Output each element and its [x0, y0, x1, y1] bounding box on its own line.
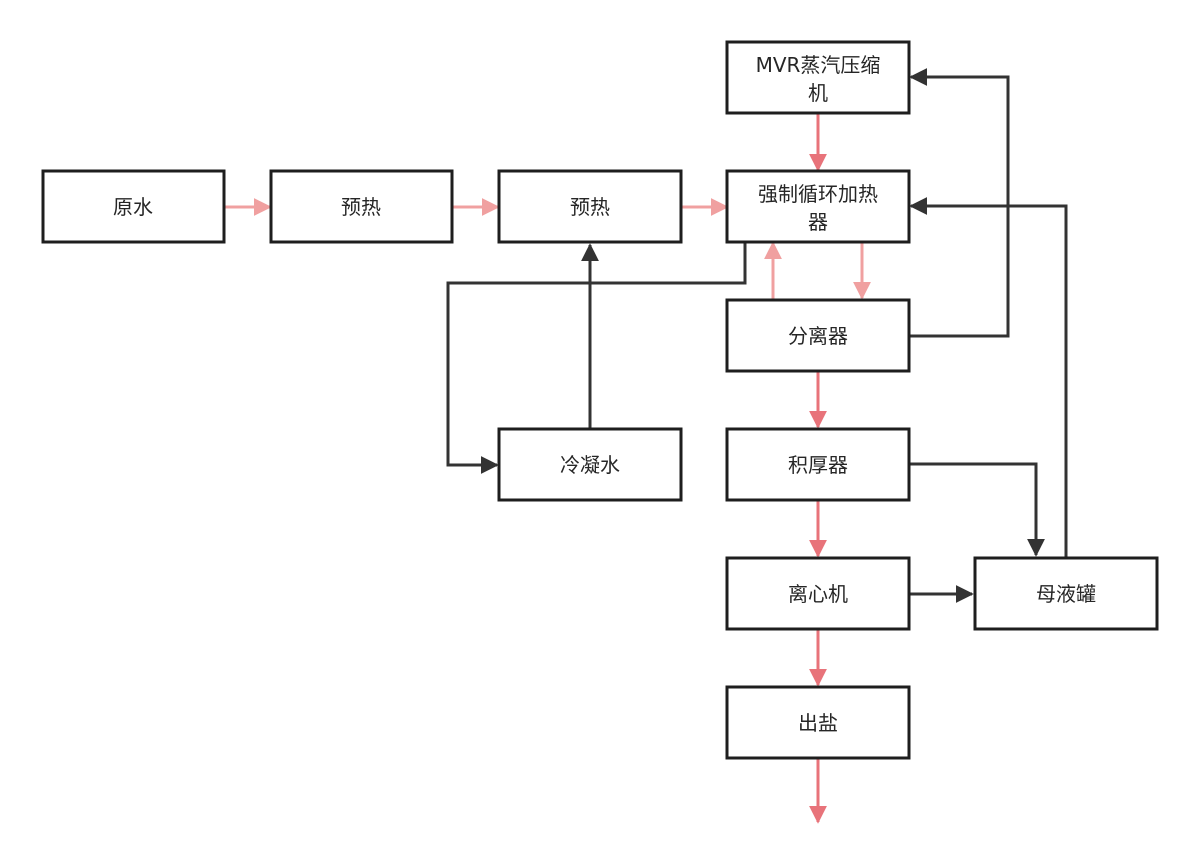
node-mother-liquor-tank: 母液罐 — [973, 556, 1159, 631]
node-raw-water-label: 原水 — [113, 195, 153, 219]
node-mother-liquor-tank-label: 母液罐 — [1036, 582, 1096, 606]
node-forced-circulation-heater: 强制循环加热 器 — [725, 169, 911, 244]
node-separator-label: 分离器 — [788, 324, 848, 348]
node-preheat-1: 预热 — [269, 169, 454, 244]
edge-heater-to-condensate — [446, 242, 747, 474]
node-preheat-2-label: 预热 — [570, 195, 610, 219]
edge-mother-liquor-to-heater — [909, 197, 1068, 557]
node-centrifuge: 离心机 — [725, 556, 911, 631]
node-condensate-label: 冷凝水 — [560, 453, 620, 477]
node-mvr-compressor-label-line1: MVR蒸汽压缩 — [756, 53, 881, 77]
edge-thickener-to-mother-liquor — [909, 462, 1045, 557]
node-preheat-1-label: 预热 — [341, 195, 381, 219]
node-salt-output: 出盐 — [725, 685, 911, 760]
node-mvr-compressor-label-line2: 机 — [808, 81, 828, 105]
node-thickener-label: 积厚器 — [788, 453, 848, 477]
node-heater-label-line2: 器 — [808, 210, 828, 234]
node-salt-output-label: 出盐 — [798, 711, 838, 735]
node-raw-water: 原水 — [41, 169, 226, 244]
node-condensate: 冷凝水 — [497, 427, 683, 502]
node-centrifuge-label: 离心机 — [788, 582, 848, 606]
node-heater-label-line1: 强制循环加热 — [758, 182, 878, 206]
node-preheat-2: 预热 — [497, 169, 683, 244]
node-thickener: 积厚器 — [725, 427, 911, 502]
node-mvr-compressor: MVR蒸汽压缩 机 — [725, 40, 911, 115]
node-separator: 分离器 — [725, 298, 911, 373]
